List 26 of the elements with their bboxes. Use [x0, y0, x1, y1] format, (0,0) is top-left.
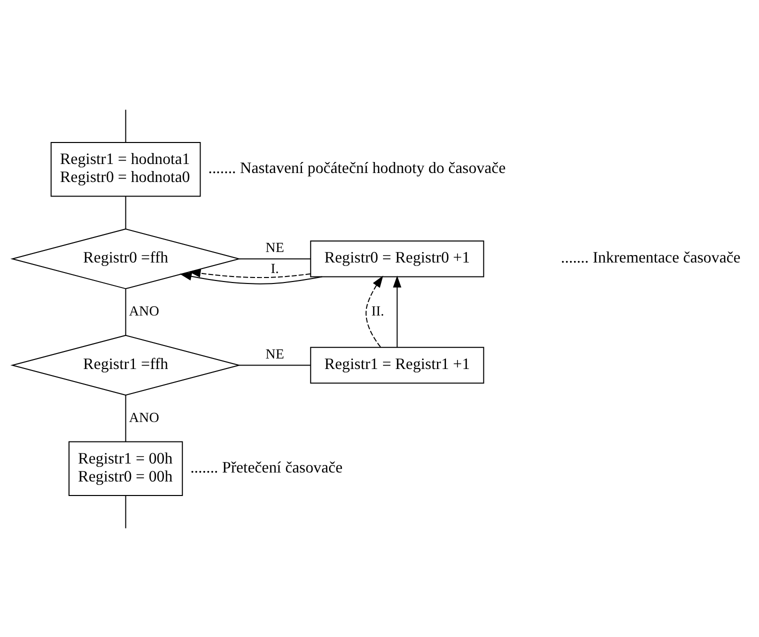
connector: [125, 494, 126, 528]
edge-label: II.: [371, 304, 384, 320]
connector: [125, 394, 126, 442]
node-diamond: Registr1 =ffh: [10, 334, 241, 396]
label: ....... Inkrementace časovače: [560, 249, 740, 266]
node-label: ....... Přetečení časovače: [190, 458, 343, 476]
connector: [125, 195, 126, 229]
connector: [238, 364, 311, 366]
edge-label: NE: [266, 240, 284, 256]
connector: [125, 108, 126, 142]
arrow: [366, 275, 384, 348]
node-box: Registr1 = Registr1 +1: [310, 346, 484, 384]
connector: [125, 288, 126, 336]
edge-label: ANO: [129, 410, 160, 426]
arrow: [392, 275, 402, 348]
edge-label: I.: [270, 261, 279, 276]
arrow: [180, 272, 323, 284]
edge-label: ANO: [129, 304, 160, 320]
node-box: Registr1 = 00h Registr0 = 00h: [68, 440, 183, 496]
node-label: ....... Nastavení počáteční hodnoty do časovače: [208, 160, 506, 177]
connector: [238, 258, 311, 259]
arrow: [188, 268, 312, 278]
node-diamond: Registr0 =ffh: [10, 228, 241, 289]
edge-label: NE: [266, 346, 284, 362]
node-box: Registr0 = Registr0 +1: [310, 240, 484, 277]
node-box: Registr1 = hodnota1 Registr0 = hodnota0: [50, 142, 201, 196]
